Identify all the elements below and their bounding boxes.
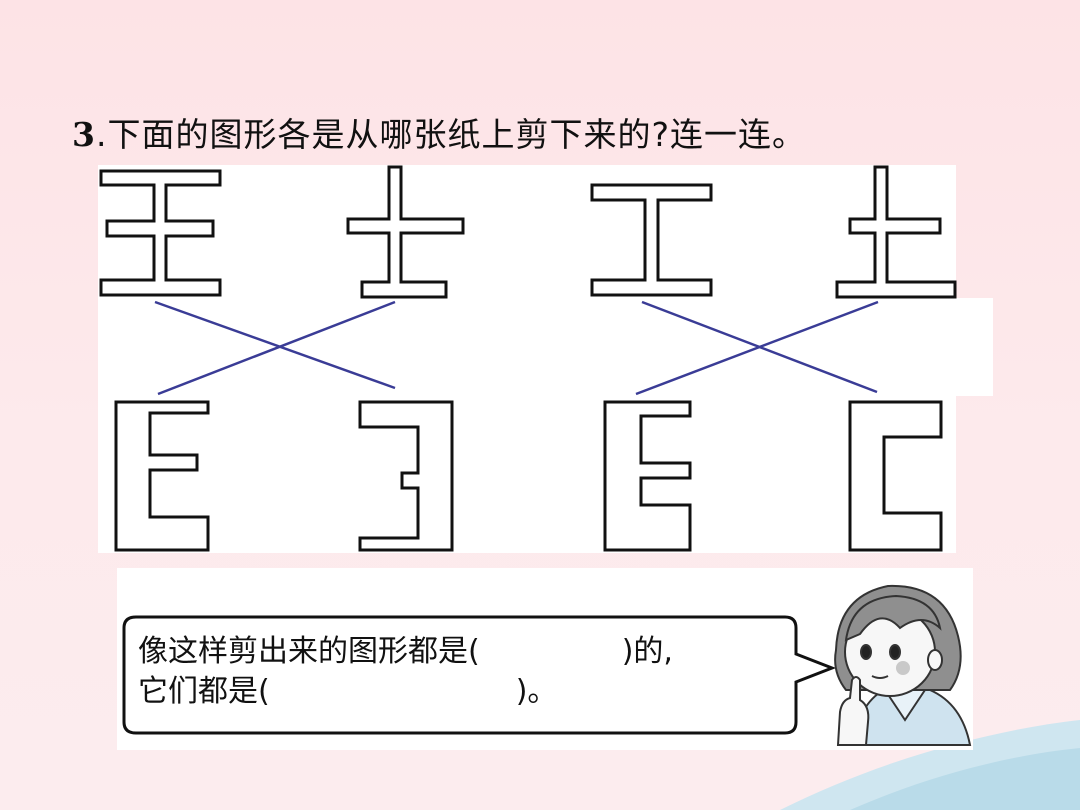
connector-line-1 — [154, 300, 396, 390]
connector-line-4 — [635, 300, 879, 396]
speech-line1-end: )的, — [621, 634, 673, 669]
speech-line2-start: 它们都是( — [138, 674, 270, 709]
speech-bubble-text: 像这样剪出来的图形都是( )的, 它们都是( )。 — [138, 632, 673, 712]
speech-line1-start: 像这样剪出来的图形都是( — [138, 634, 480, 669]
cut-shape-tu — [835, 165, 957, 299]
top-shapes-panel — [98, 165, 956, 299]
question-number: 3 — [72, 115, 96, 154]
folded-paper-3 — [603, 400, 692, 552]
cut-shape-wang — [99, 169, 222, 297]
bottom-shapes-panel — [98, 395, 956, 553]
connector-line-2 — [157, 300, 396, 396]
folded-paper-1 — [114, 400, 210, 552]
speech-line2-end: )。 — [515, 674, 558, 709]
cut-shape-gong — [590, 183, 713, 297]
folded-paper-2 — [358, 400, 454, 552]
cut-shape-shi-1 — [346, 165, 465, 299]
folded-paper-4 — [848, 400, 943, 552]
question-prompt: .下面的图形各是从哪张纸上剪下来的?连一连。 — [95, 115, 806, 154]
question-text: 3.下面的图形各是从哪张纸上剪下来的?连一连。 — [72, 108, 806, 156]
